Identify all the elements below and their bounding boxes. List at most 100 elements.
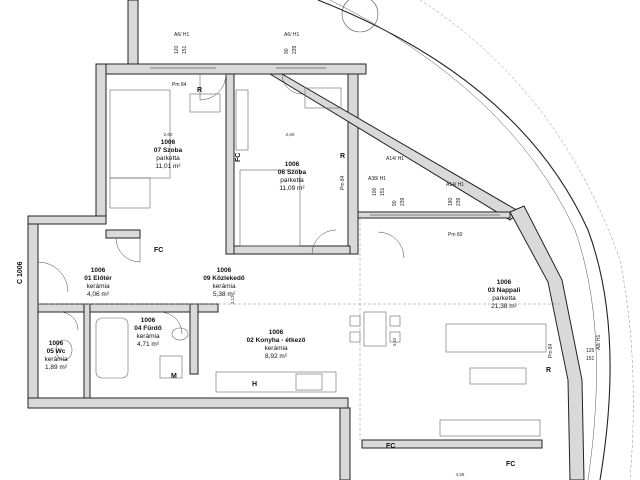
room-09-number: 1006: [217, 267, 232, 274]
door-06: [281, 73, 303, 95]
dim-d2: 2,60: [286, 132, 295, 137]
wall-bedroom-divider: [225, 73, 235, 255]
wall-left-upper: [95, 63, 107, 217]
pm60: Pm 60: [448, 232, 463, 238]
room-01-label: 1006 01 Előtér kerámia 4,06 m²: [84, 267, 112, 298]
window-tag-a14-lower: A14/ H1: [446, 182, 464, 188]
room-05-label: 1006 05 Wc kerámia 1,89 m²: [44, 340, 68, 371]
kitchen-counter: [215, 371, 337, 393]
fc-bottom-left: FC: [386, 443, 395, 450]
room-05-number: 1006: [49, 340, 64, 347]
room-05-area: 1,89 m²: [45, 364, 68, 371]
fc-06: FC: [235, 153, 242, 162]
door-wc: [59, 311, 79, 331]
door-corridor-07: [115, 237, 141, 263]
tv-unit: [439, 419, 541, 437]
room-01-name: 01 Előtér: [84, 275, 112, 282]
bed-06: [239, 169, 301, 247]
room-03-number: 1006: [497, 279, 512, 286]
window-tag-a6-left: A6/ H1: [174, 32, 190, 38]
chair-2: [349, 331, 361, 343]
column-circle: [341, 0, 379, 33]
room-05-floor: kerámia: [44, 356, 68, 363]
wall-living-facade: [509, 205, 585, 480]
window-tag-a38: A38/ H1: [368, 176, 386, 182]
dim-d1: 2,60: [164, 132, 173, 137]
fc-01: FC: [154, 247, 163, 254]
wall-wc-right: [83, 303, 91, 405]
bathtub: [95, 317, 129, 379]
kitchen-sink: [295, 373, 323, 391]
pm84-mid: Pm 84: [340, 175, 346, 190]
room-07-name: 07 Szoba: [154, 147, 183, 154]
win-w3: 100: [372, 187, 378, 196]
room-05-name: 05 Wc: [47, 348, 66, 355]
wall-corridor-top2: [233, 245, 351, 255]
room-09-floor: kerámia: [212, 283, 236, 290]
room-07-area: 11,01 m²: [155, 163, 181, 170]
pm84-right: Pm 84: [548, 343, 554, 358]
wall-diagonal: [268, 73, 521, 221]
sink-bath: [171, 327, 189, 341]
room-02-number: 1006: [269, 329, 284, 336]
win-w5: 180: [448, 197, 454, 206]
win-w1: 120: [174, 45, 180, 54]
win-h6: 151: [586, 356, 595, 362]
win-h3: 151: [380, 187, 386, 196]
room-07-number: 1006: [161, 139, 176, 146]
win-h5: 239: [456, 197, 462, 206]
room-06-floor: parketta: [280, 177, 304, 184]
dim-d4: 3,62: [392, 337, 397, 346]
r-06: R: [340, 153, 345, 160]
room-09-area: 5,38 m²: [213, 291, 236, 298]
curved-facade-outer: [317, 0, 611, 480]
chair-4: [389, 331, 401, 343]
room-03-area: 21,38 m²: [491, 303, 517, 310]
r-07: R: [197, 87, 202, 94]
wall-bottom-living: [361, 439, 543, 449]
wall-entry-left: [27, 215, 39, 407]
facade-hatch-line: [419, 0, 634, 480]
room-01-area: 4,06 m²: [87, 291, 110, 298]
washing-machine: [159, 355, 183, 379]
room-06-area: 11,09 m²: [279, 185, 305, 192]
win-w2: 90: [284, 48, 290, 54]
win-w4: 90: [392, 200, 398, 206]
door-07: [199, 73, 227, 101]
room-01-floor: kerámia: [86, 283, 110, 290]
room-04-number: 1006: [141, 317, 156, 324]
room-06-number: 1006: [285, 161, 300, 168]
dining-table: [363, 311, 387, 347]
c1006-tag: C 1006: [17, 261, 24, 284]
door-corridor-06: [311, 229, 337, 255]
room-02-name: 02 Konyha - étkező: [247, 337, 306, 344]
dim-d5: 3,12: [230, 295, 235, 304]
room-04-label: 1006 04 Fürdő kerámia 4,71 m²: [134, 317, 161, 348]
window-tag-a6-right: A6/ H1: [284, 32, 300, 38]
h-kitchen: H: [252, 381, 257, 388]
chair-1: [349, 315, 361, 327]
room-09-label: 1006 09 Közlekedő kerámia 5,38 m²: [203, 267, 245, 298]
room-04-name: 04 Fürdő: [134, 325, 161, 332]
wall-entry-top: [27, 215, 107, 225]
toilet-wc: [55, 339, 73, 361]
wall-bath-right: [189, 303, 199, 375]
m-bath: M: [171, 373, 177, 380]
wall-bottom: [27, 397, 349, 409]
win-h4: 239: [400, 197, 406, 206]
window-tag-a14-upper: A14/ H1: [386, 156, 404, 162]
wall-top-notch: [127, 0, 139, 65]
room-07-floor: parketta: [156, 155, 180, 162]
window-tag-a8: A8/ H1: [596, 334, 602, 350]
room-04-area: 4,71 m²: [137, 341, 160, 348]
wall-corridor-top: [105, 229, 141, 239]
room-03-label: 1006 03 Nappali parketta 21,38 m²: [488, 279, 521, 310]
desk-06: [304, 87, 342, 109]
room-09-name: 09 Közlekedő: [203, 275, 245, 282]
chair-3: [389, 315, 401, 327]
curved-facade-inner: [329, 0, 597, 480]
room-03-name: 03 Nappali: [488, 287, 521, 294]
room-06-name: 06 Szoba: [278, 169, 307, 176]
room-02-area: 8,92 m²: [265, 353, 288, 360]
